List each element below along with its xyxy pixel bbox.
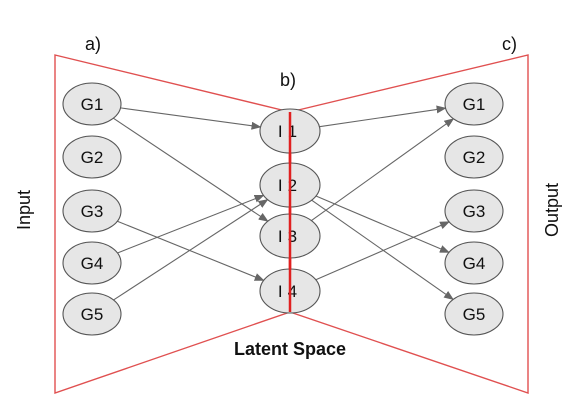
input-node-3: G3 — [62, 189, 122, 233]
edge-input-g4-to-i2 — [117, 194, 265, 254]
input-node-1-shape — [62, 82, 122, 126]
edge-input-g1-to-i3 — [113, 117, 269, 222]
input-node-2-shape — [62, 135, 122, 179]
output-node-3: G3 — [444, 189, 504, 233]
output-node-4-label: G4 — [463, 254, 486, 273]
label-c: c) — [502, 34, 517, 54]
input-node-5-label: G5 — [81, 305, 104, 324]
input-node-2: G2 — [62, 135, 122, 179]
output-node-2-shape — [444, 135, 504, 179]
output-node-4: G4 — [444, 241, 504, 285]
input-node-5: G5 — [62, 292, 122, 336]
edges-group — [113, 105, 455, 301]
input-node-4-shape — [62, 241, 122, 285]
input-node-4: G4 — [62, 241, 122, 285]
label-input: Input — [14, 190, 34, 230]
output-node-5-label: G5 — [463, 305, 486, 324]
edge-input-g3-to-i4 — [117, 220, 265, 281]
output-node-1-label: G1 — [463, 95, 486, 114]
edge-i3-to-output-g1 — [311, 118, 455, 222]
label-b: b) — [280, 70, 296, 90]
edge-i1-to-output-g1 — [319, 105, 447, 128]
latent-node-3-label: I3 — [278, 227, 302, 246]
output-node-5: G5 — [444, 292, 504, 336]
latent-node-1-label: I1 — [278, 122, 302, 141]
output-node-2: G2 — [444, 135, 504, 179]
edge-i4-to-output-g3 — [315, 221, 451, 281]
input-node-4-label: G4 — [81, 254, 104, 273]
label-latent-space: Latent Space — [234, 339, 346, 359]
latent-node-2-label: I2 — [278, 176, 302, 195]
input-node-3-label: G3 — [81, 202, 104, 221]
input-node-1-label: G1 — [81, 95, 104, 114]
output-node-5-shape — [444, 292, 504, 336]
output-node-4-shape — [444, 241, 504, 285]
edge-input-g1-to-i1 — [120, 107, 262, 130]
label-output: Output — [542, 183, 562, 237]
output-node-3-label: G3 — [463, 202, 486, 221]
edge-i2-to-output-g4 — [315, 195, 450, 253]
edge-input-g5-to-i2 — [113, 199, 269, 301]
edge-i2-to-output-g5 — [311, 199, 454, 300]
input-node-3-shape — [62, 189, 122, 233]
input-node-5-shape — [62, 292, 122, 336]
output-node-2-label: G2 — [463, 148, 486, 167]
output-node-1: G1 — [444, 82, 504, 126]
output-node-1-shape — [444, 82, 504, 126]
output-node-3-shape — [444, 189, 504, 233]
input-node-1: G1 — [62, 82, 122, 126]
label-a: a) — [85, 34, 101, 54]
latent-node-4-label: I4 — [278, 282, 302, 301]
input-node-2-label: G2 — [81, 148, 104, 167]
